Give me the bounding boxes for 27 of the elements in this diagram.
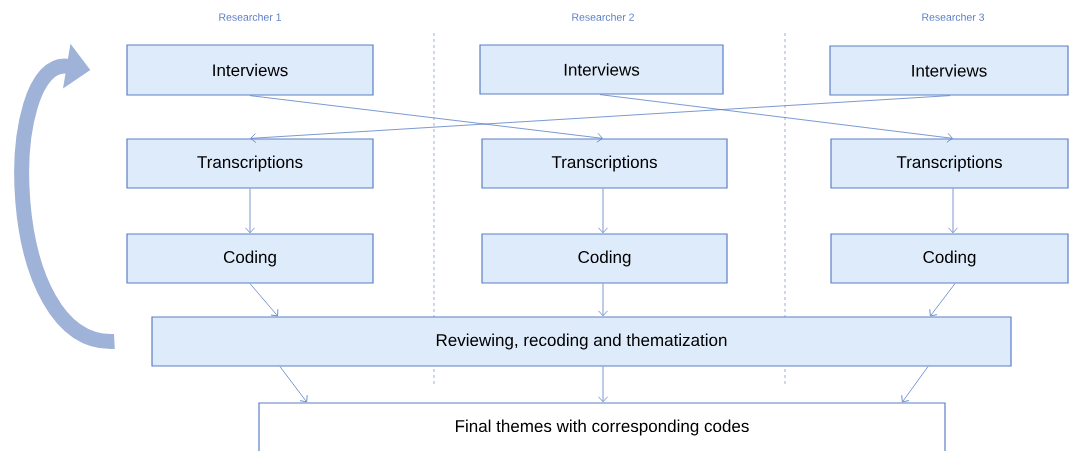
arrow xyxy=(245,188,255,234)
arrow xyxy=(599,94,953,143)
process-box: Coding xyxy=(481,233,728,284)
process-box: Transcriptions xyxy=(126,138,374,189)
arrow xyxy=(250,95,951,143)
process-box: Interviews xyxy=(829,45,1069,96)
process-box: Reviewing, recoding and thematization xyxy=(151,316,1012,367)
column-heading: Researcher 2 xyxy=(572,13,634,21)
arrow xyxy=(598,188,608,234)
process-box: Interviews xyxy=(479,44,724,95)
result-box: Final themes with corresponding codes xyxy=(258,402,946,451)
arrow xyxy=(598,283,608,317)
arrow xyxy=(279,366,308,403)
arrow xyxy=(249,95,603,143)
column-heading: Researcher 1 xyxy=(219,13,281,21)
curved-arrow xyxy=(14,43,116,349)
arrow xyxy=(929,283,956,317)
column-heading: Researcher 3 xyxy=(922,13,985,21)
process-box: Transcriptions xyxy=(481,138,728,189)
arrow xyxy=(948,188,958,234)
arrow xyxy=(901,366,929,403)
arrow xyxy=(249,283,279,317)
process-box: Coding xyxy=(830,233,1069,284)
process-box: Interviews xyxy=(126,44,374,96)
arrow xyxy=(598,366,608,403)
process-box: Transcriptions xyxy=(830,138,1069,189)
process-box: Coding xyxy=(126,233,374,284)
